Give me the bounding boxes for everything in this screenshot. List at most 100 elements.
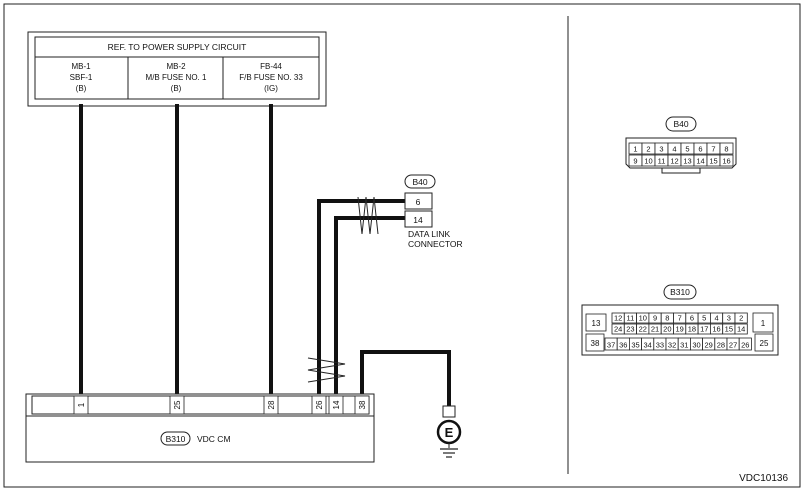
b310-row1-pin: 2 <box>739 314 743 323</box>
b40-row2-pin: 16 <box>722 157 730 166</box>
data-link-connector-id: B40 <box>412 177 427 187</box>
b310-row2-cell <box>734 323 748 335</box>
b310-row1-pin: 4 <box>714 314 718 323</box>
b40-row2-pin: 14 <box>696 157 704 166</box>
vdc-pin-26: 26 <box>311 395 327 415</box>
b310-view-label: B310 <box>670 287 690 297</box>
b40-row1-pin: 5 <box>685 145 689 154</box>
b310-row3-pin: 30 <box>692 341 700 350</box>
b310-row2-pin: 18 <box>688 325 696 334</box>
b40-row1-pin: 1 <box>633 145 637 154</box>
b310-row3-pin: 35 <box>631 341 639 350</box>
b40-row2-pin: 15 <box>709 157 717 166</box>
data-link-pin-14: 14 <box>413 215 423 225</box>
b40-row2-cell <box>719 154 734 167</box>
power-supply-box: REF. TO POWER SUPPLY CIRCUIT MB-1 SBF-1 … <box>27 31 327 107</box>
power-cell-1-line2: SBF-1 <box>70 73 93 82</box>
power-cell-2-line3: (B) <box>171 84 182 93</box>
b40-row2-pin: 11 <box>658 157 666 166</box>
vdc-cm-module: 1 25 28 26 14 38 B310 VDC CM <box>25 393 375 463</box>
power-cell-1-line3: (B) <box>76 84 87 93</box>
b310-row1-pin: 10 <box>639 314 647 323</box>
ground-symbol: E <box>436 405 462 458</box>
b310-row3-pin: 34 <box>644 341 652 350</box>
b310-row3-pin: 31 <box>680 341 688 350</box>
svg-text:28: 28 <box>267 400 276 409</box>
vdc-cm-name: VDC CM <box>197 434 231 444</box>
b310-row2-pin: 21 <box>651 325 659 334</box>
b310-row2-pin: 17 <box>700 325 708 334</box>
wires <box>79 104 451 409</box>
b310-row1-pin: 6 <box>690 314 694 323</box>
vdc-pin-25: 25 <box>169 395 185 415</box>
svg-text:1: 1 <box>77 402 86 407</box>
b310-pin-left-bottom: 38 <box>591 339 600 348</box>
b310-row1-pin: 8 <box>665 314 669 323</box>
b310-row2-pin: 14 <box>737 325 745 334</box>
b310-row2-pin: 20 <box>663 325 671 334</box>
power-cell-2-line1: MB-2 <box>166 62 186 71</box>
b40-row2-pin: 10 <box>644 157 652 166</box>
b310-row3-pin: 37 <box>607 341 615 350</box>
b40-row1-pin: 8 <box>724 145 728 154</box>
b310-pin-right-bottom: 25 <box>760 339 769 348</box>
vdc-pin-28: 28 <box>263 395 279 415</box>
b310-row1-pin: 11 <box>627 314 635 323</box>
b310-row1-pin: 9 <box>653 314 657 323</box>
data-link-label-line1: DATA LINK <box>408 229 451 239</box>
b310-row2-pin: 23 <box>626 325 634 334</box>
b40-row1-pin: 3 <box>659 145 663 154</box>
vdc-pin-14: 14 <box>328 395 344 415</box>
b310-row3-pin: 32 <box>668 341 676 350</box>
b40-row2-pin: 9 <box>633 157 637 166</box>
b40-row1-pin: 7 <box>711 145 715 154</box>
data-link-connector: B40 6 14 DATA LINK CONNECTOR <box>404 174 463 249</box>
data-link-label-line2: CONNECTOR <box>408 239 463 249</box>
b310-row1-cell <box>734 312 748 324</box>
b310-row2-pin: 22 <box>639 325 647 334</box>
b310-row2-pin: 24 <box>614 325 622 334</box>
b40-row1-pin: 4 <box>672 145 676 154</box>
b310-row2-pin: 15 <box>725 325 733 334</box>
svg-text:25: 25 <box>173 400 182 409</box>
b310-row3-pin: 26 <box>741 341 749 350</box>
data-link-pin-6: 6 <box>416 197 421 207</box>
vdc-pin-1: 1 <box>73 395 89 415</box>
b40-row1-cell <box>719 142 734 155</box>
b310-row1-pin: 3 <box>727 314 731 323</box>
power-cell-3-line3: (IG) <box>264 84 278 93</box>
b310-row3-pin: 36 <box>619 341 627 350</box>
b310-row3-pin: 29 <box>705 341 713 350</box>
power-cell-3-line1: FB-44 <box>260 62 282 71</box>
b40-row2-pin: 13 <box>683 157 691 166</box>
vdc-cm-connector-id: B310 <box>166 434 186 444</box>
power-supply-title: REF. TO POWER SUPPLY CIRCUIT <box>108 42 247 52</box>
svg-text:26: 26 <box>315 400 324 409</box>
wire-dlc-pin14 <box>334 216 407 396</box>
b310-row1-pin: 5 <box>702 314 706 323</box>
b40-row1-pin: 2 <box>646 145 650 154</box>
figure-id: VDC10136 <box>739 473 788 484</box>
b40-row1-pin: 6 <box>698 145 702 154</box>
b310-row3-pin: 28 <box>717 341 725 350</box>
b310-row3-pin: 27 <box>729 341 737 350</box>
b310-pin-left-top: 13 <box>592 319 601 328</box>
power-cell-1-line1: MB-1 <box>71 62 91 71</box>
b40-view-label: B40 <box>673 119 688 129</box>
b310-row2-pin: 19 <box>675 325 683 334</box>
wire-ground <box>360 350 451 409</box>
b310-row3-cell <box>738 337 752 351</box>
b310-row2-pin: 16 <box>712 325 720 334</box>
vdc-pin-38: 38 <box>354 395 370 415</box>
power-cell-3-line2: F/B FUSE NO. 33 <box>239 73 303 82</box>
twisted-pair-mark-upper <box>357 196 379 235</box>
wire-dlc-pin6 <box>317 199 407 396</box>
svg-text:14: 14 <box>332 400 341 409</box>
ground-label: E <box>445 425 454 440</box>
b310-row1-pin: 7 <box>678 314 682 323</box>
b40-row2-pin: 12 <box>670 157 678 166</box>
b310-pin-right-top: 1 <box>761 319 766 328</box>
